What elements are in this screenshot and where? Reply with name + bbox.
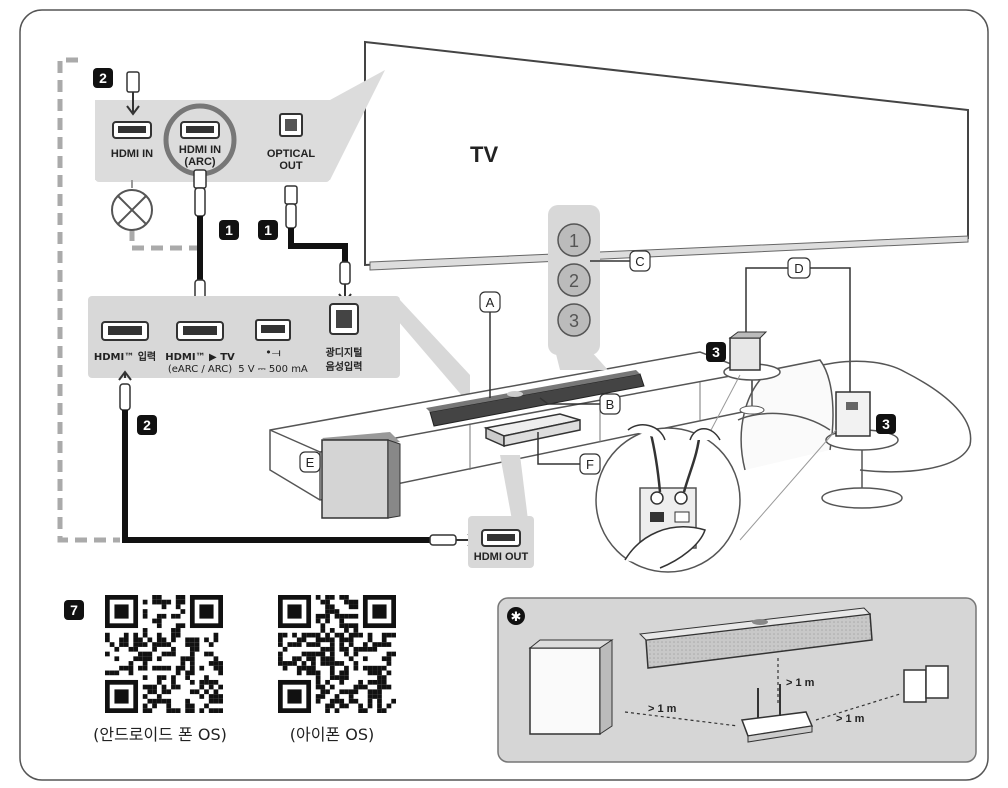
placement-subwoofer <box>528 639 614 735</box>
svg-text:2: 2 <box>143 417 151 433</box>
hdmi-arc-cable <box>193 169 207 320</box>
step-2-top: 2 <box>93 68 140 116</box>
tv-hdmi-in-port <box>112 121 152 139</box>
tv-hdmi-arc-label-2: (ARC) <box>184 156 215 168</box>
tv-port-panel: HDMI IN HDMI IN (ARC) OPTICAL OUT <box>95 70 385 182</box>
svg-text:7: 7 <box>70 602 78 618</box>
svg-text:E: E <box>306 455 315 470</box>
distance-line-1 <box>624 711 739 727</box>
optical-cable <box>284 185 352 304</box>
rear-speaker-room: 3 3 <box>706 331 972 509</box>
svg-text:✱: ✱ <box>511 610 522 625</box>
svg-text:2: 2 <box>569 271 579 291</box>
svg-text:D: D <box>794 261 803 276</box>
svg-text:3: 3 <box>882 416 890 432</box>
hdmi-plug-icon <box>126 71 140 93</box>
callout-e: E <box>299 451 321 473</box>
rear-speaker-right <box>835 391 871 437</box>
soundbar <box>426 370 645 427</box>
rear-speaker-left <box>728 331 768 371</box>
distance-line-3 <box>815 693 901 721</box>
tv-optical-label-2: OUT <box>279 160 303 172</box>
arrow-down-icon <box>126 92 140 116</box>
tv-optical-port <box>279 113 303 137</box>
placement-panel: ✱ > 1 m > 1 m > 1 m <box>497 597 977 763</box>
callout-f: F <box>537 432 601 475</box>
svg-text:C: C <box>635 254 644 269</box>
qr-code-iphone <box>278 595 396 713</box>
sb-hdmi-tv-label-1: HDMI™ ▶ TV <box>165 352 235 363</box>
sb-optical-port <box>329 303 359 335</box>
sb-hdmi-input-port <box>101 321 149 341</box>
distance-label-1: > 1 m <box>648 703 677 715</box>
callout-b: B <box>539 393 621 415</box>
button-3-icon: 3 <box>557 303 591 337</box>
svg-text:1: 1 <box>225 222 233 238</box>
button-2-icon: 2 <box>557 263 591 297</box>
sb-hdmi-input-label: HDMI™ 입력 <box>94 350 156 363</box>
set-top-box <box>483 413 581 448</box>
svg-text:A: A <box>486 295 495 310</box>
qr-code-android <box>105 595 223 713</box>
asterisk-icon: ✱ <box>507 607 525 625</box>
sb-hdmi-tv-label-2: (eARC / ARC) <box>168 364 232 375</box>
speaker-terminal-zoom <box>595 374 837 573</box>
svg-text:B: B <box>606 397 615 412</box>
subwoofer <box>321 432 401 519</box>
sb-usb-label: 5 V ⎓ 500 mA <box>238 364 308 375</box>
distance-label-2: > 1 m <box>786 677 815 689</box>
svg-text:1: 1 <box>264 222 272 238</box>
tv: TV <box>364 40 969 271</box>
step-2-bottom: 2 <box>137 415 157 435</box>
callout-a: A <box>479 291 501 398</box>
placement-soundbar <box>638 607 873 669</box>
dashed-cable-route <box>57 57 120 543</box>
tv-label: TV <box>470 142 498 167</box>
button-1-icon: 1 <box>557 223 591 257</box>
button-panel: 1 2 3 <box>548 205 608 370</box>
usb-port <box>255 319 291 341</box>
svg-text:3: 3 <box>712 344 720 360</box>
hdmi-out-panel: HDMI OUT <box>468 455 534 568</box>
qr-iphone-label: (아이폰 OS) <box>290 725 374 744</box>
distance-label-3: > 1 m <box>836 713 865 725</box>
callout-c: C <box>590 250 651 272</box>
step-1-hdmi: 1 <box>219 220 239 240</box>
svg-text:2: 2 <box>99 70 107 86</box>
hdmi-out-label: HDMI OUT <box>474 551 529 563</box>
tv-optical-label-1: OPTICAL <box>267 148 316 160</box>
step-3-right: 3 <box>876 414 896 434</box>
svg-text:3: 3 <box>569 311 579 331</box>
step-1-optical: 1 <box>258 220 278 240</box>
tv-hdmi-arc-label-1: HDMI IN <box>179 144 221 156</box>
soundbar-port-panel: HDMI™ 입력 HDMI™ ▶ TV (eARC / ARC) •⟞ 5 V … <box>88 296 470 405</box>
callout-d: D <box>745 257 851 392</box>
placement-rear-speakers <box>903 665 949 703</box>
sb-optical-label-2: 음성입력 <box>326 360 363 373</box>
svg-text:1: 1 <box>569 231 579 251</box>
sb-optical-label-1: 광디지털 <box>326 346 363 359</box>
outer-frame <box>19 9 989 781</box>
not-allowed-icon <box>111 180 153 231</box>
step-7: 7 <box>64 600 84 620</box>
svg-text:F: F <box>586 457 594 472</box>
sb-hdmi-tv-port <box>176 321 224 341</box>
usb-icon: •⟞ <box>265 346 281 359</box>
tv-hdmi-arc-port <box>180 121 220 139</box>
step-3-left: 3 <box>706 342 726 362</box>
tv-hdmi-in-label: HDMI IN <box>111 148 153 160</box>
qr-android-label: (안드로이드 폰 OS) <box>93 725 227 744</box>
router-icon <box>740 684 814 743</box>
